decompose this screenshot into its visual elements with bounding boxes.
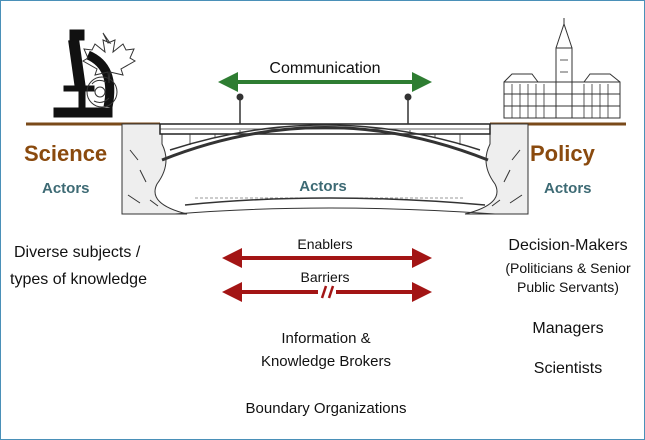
policy-title: Policy xyxy=(530,141,595,166)
bridge-illustration xyxy=(121,93,529,215)
enablers-label: Enablers xyxy=(297,236,353,252)
communication-label: Communication xyxy=(269,60,381,77)
decision-makers-label: Decision-Makers xyxy=(508,237,628,254)
brokers-line2: Knowledge Brokers xyxy=(260,353,392,370)
managers-label: Managers xyxy=(532,320,604,337)
boundary-organizations-label: Boundary Organizations xyxy=(245,400,407,417)
decision-makers-sub2: Public Servants) xyxy=(517,279,619,295)
policy-actors-label: Actors xyxy=(544,180,592,197)
bridge-actors-label: Actors xyxy=(299,178,347,195)
parliament-building-icon xyxy=(503,18,621,119)
maple-leaf-icon xyxy=(82,32,136,108)
science-title: Science xyxy=(24,141,108,166)
scientists-label: Scientists xyxy=(533,360,603,377)
science-desc-line2: types of knowledge xyxy=(10,271,147,288)
science-actors-label: Actors xyxy=(42,180,90,197)
decision-makers-sub1: (Politicians & Senior xyxy=(505,260,631,276)
barriers-label: Barriers xyxy=(300,269,350,285)
science-desc-line1: Diverse subjects / xyxy=(14,244,141,261)
microscope-icon xyxy=(53,29,115,118)
barrier-break-mark xyxy=(318,285,336,299)
brokers-line1: Information & xyxy=(281,330,371,347)
